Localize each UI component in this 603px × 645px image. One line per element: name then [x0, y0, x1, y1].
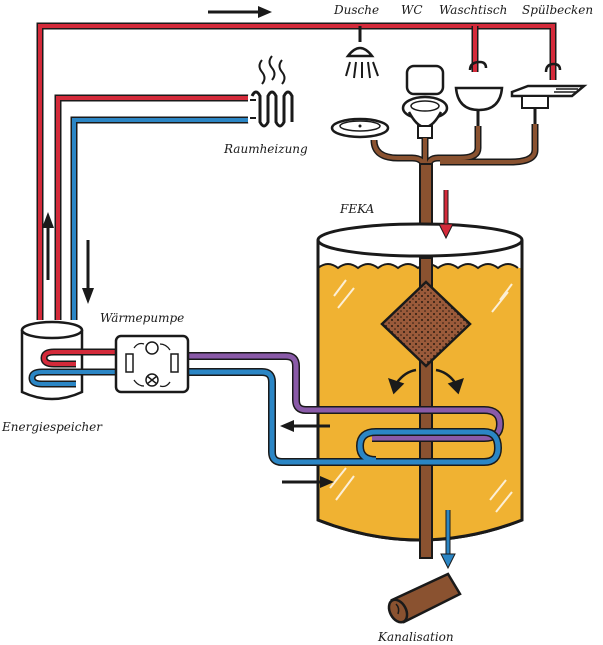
cool-outflow-arrow-icon	[440, 510, 456, 570]
washbasin-icon	[454, 60, 504, 126]
fixture-label-shower: Dusche	[334, 3, 380, 17]
wastewater-collection-pipes	[370, 124, 539, 169]
energy-storage-label: Energiespeicher	[2, 420, 103, 434]
inflow-arrow-icon	[438, 190, 454, 240]
fixture-label-sink: Spülbecken	[522, 3, 594, 17]
toilet-icon	[401, 64, 449, 139]
inflow-arrow-right-icon	[282, 476, 334, 488]
sewer-pipe-icon	[387, 572, 462, 624]
fixture-label-washbasin: Waschtisch	[439, 3, 508, 17]
heat-pump-label: Wärmepumpe	[100, 311, 185, 325]
kitchen-sink-icon	[510, 62, 588, 124]
hot-water-supply-line	[36, 22, 557, 320]
outflow-arrow-left-icon	[280, 420, 330, 432]
cold-water-coil	[186, 368, 503, 466]
tank-label: FEKA	[340, 202, 375, 216]
filter-diamond	[380, 280, 472, 368]
energy-storage-tank	[20, 320, 116, 401]
refrigerant-coil	[186, 352, 505, 442]
shower-icon	[345, 26, 379, 79]
heating-return-line	[70, 116, 262, 320]
flow-arrow-down-icon	[82, 240, 94, 304]
dispersal-arrows-icon	[388, 368, 464, 395]
heat-pump-unit	[114, 334, 190, 394]
flow-arrow-right-icon	[208, 6, 272, 18]
radiator-coil-icon	[248, 90, 296, 128]
flow-arrow-up-icon	[42, 212, 54, 280]
sewer-label: Kanalisation	[378, 630, 454, 644]
heating-supply-line	[54, 94, 262, 320]
heat-waves-icon	[258, 55, 286, 85]
space-heating-label: Raumheizung	[224, 142, 308, 156]
fixture-label-toilet: WC	[401, 3, 423, 17]
floor-drain-icon	[330, 117, 390, 139]
